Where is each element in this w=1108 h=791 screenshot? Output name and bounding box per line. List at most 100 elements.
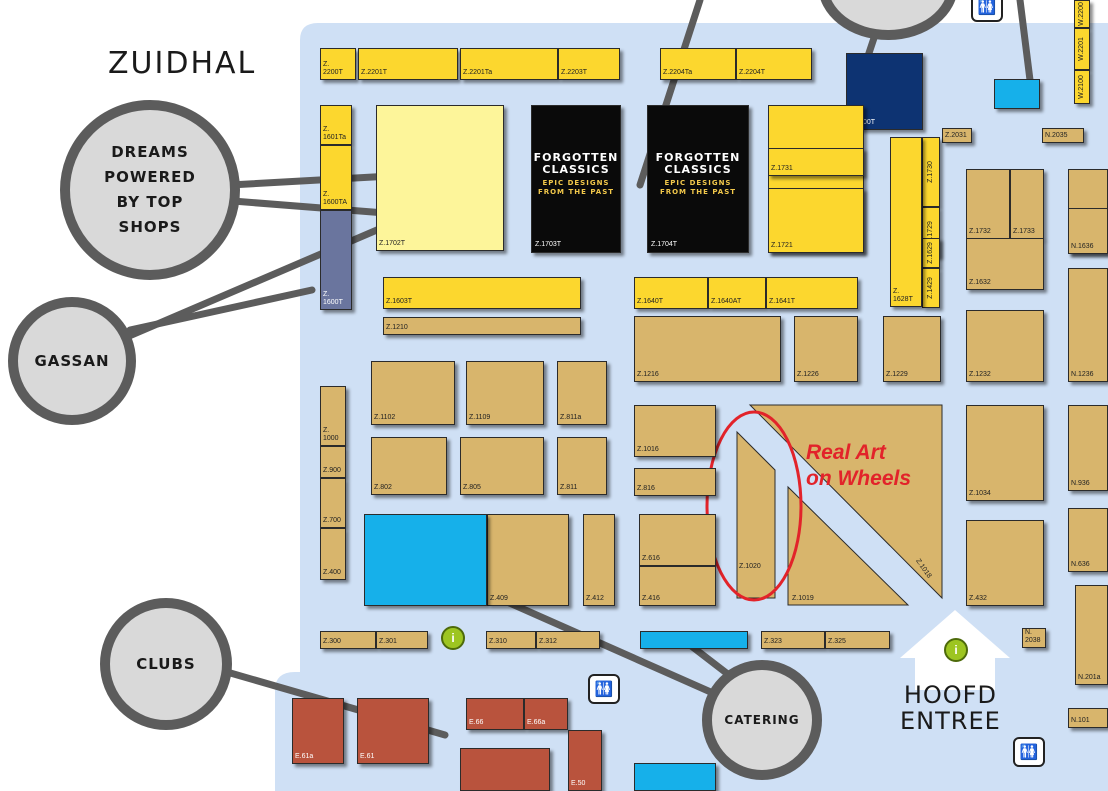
booth-z2204ta[interactable]: Z.2204Ta [660,48,736,80]
booth-z2201ta[interactable]: Z.2201Ta [460,48,558,80]
booth-label: W.2201 [1078,37,1085,61]
booth-z1034[interactable]: Z.1034 [966,405,1044,501]
booth-z1000[interactable]: Z. 1000 [320,386,346,446]
booth-z1019[interactable] [787,485,910,606]
booth-z1731-ext[interactable] [768,148,864,176]
catering-strip[interactable] [640,631,748,649]
booth-n936[interactable]: N.936 [1068,405,1108,491]
booth-z1210[interactable]: Z.1210 [383,317,581,335]
featured-subtitle: EPIC DESIGNS FROM THE PAST [659,179,737,196]
cyan-block-bottom[interactable] [634,763,716,791]
booth-z1732[interactable]: Z.1732 [966,169,1010,239]
booth-z802[interactable]: Z.802 [371,437,447,495]
booth-z2201t[interactable]: Z.2201T [358,48,458,80]
booth-z400[interactable]: Z.400 [320,528,346,580]
booth-z805[interactable]: Z.805 [460,437,544,495]
booth-e61[interactable]: E.61 [357,698,429,764]
booth-z300[interactable]: Z.300 [320,631,376,649]
booth-w2100[interactable]: W.2100 [1074,70,1090,104]
catering-area[interactable] [364,514,487,606]
booth-z2200t[interactable]: Z. 2200T [320,48,356,80]
booth-n1636[interactable]: N.1636 [1068,208,1108,254]
booth-z2204t[interactable]: Z.2204T [736,48,812,80]
booth-z1226[interactable]: Z.1226 [794,316,858,382]
restroom-icon[interactable]: 🚻 [971,0,1003,22]
callout-dreams[interactable]: DREAMS POWERED BY TOP SHOPS [60,100,240,280]
booth-z409[interactable]: Z.409 [487,514,569,606]
booth-z1603t[interactable]: Z.1603T [383,277,581,309]
booth-z301[interactable]: Z.301 [376,631,428,649]
booth-label: Z.1603T [386,298,413,305]
booth-z1632[interactable]: Z.1632 [966,238,1044,290]
info-icon[interactable]: i [441,626,465,650]
booth-z1641t[interactable]: Z.1641T [766,277,858,309]
booth-n2038[interactable]: N. 2038 [1022,628,1046,648]
booth-z811[interactable]: Z.811 [557,437,607,495]
booth-label: Z.409 [490,595,508,602]
brick-block[interactable] [460,748,550,791]
booth-label: Z.1721 [771,242,793,249]
booth-z2031[interactable]: Z.2031 [942,128,972,143]
booth-z1628t[interactable]: Z. 1628T [890,137,922,307]
callout-catering[interactable]: CATERING [702,660,822,780]
booth-e66a[interactable]: E.66a [524,698,568,730]
booth-z1020[interactable] [736,430,776,599]
callout-clubs[interactable]: CLUBS [100,598,232,730]
booth-z1232[interactable]: Z.1232 [966,310,1044,382]
booth-z1733[interactable]: Z.1733 [1010,169,1044,239]
booth-z323[interactable]: Z.323 [761,631,825,649]
booth-z310[interactable]: Z.310 [486,631,536,649]
booth-n636[interactable]: N.636 [1068,508,1108,572]
booth-z816[interactable]: Z.816 [634,468,716,496]
booth-label: Z.400 [323,569,341,576]
booth-label: Z.1034 [969,490,991,497]
booth-e50[interactable]: E.50 [568,730,602,791]
booth-z416[interactable]: Z.416 [639,566,716,606]
booth-z2203t[interactable]: Z.2203T [558,48,620,80]
booth-z700[interactable]: Z.700 [320,478,346,528]
booth-z1109[interactable]: Z.1109 [466,361,544,425]
booth-z432[interactable]: Z.432 [966,520,1044,606]
booth-w2201[interactable]: W.2201 [1074,28,1090,70]
booth-w2200[interactable]: W.2200 [1074,0,1090,28]
callout-gassan[interactable]: GASSAN [8,297,136,425]
booth-e66[interactable]: E.66 [466,698,524,730]
booth-z1601ta[interactable]: Z. 1601Ta [320,105,352,145]
booth-z1018[interactable] [748,404,943,600]
booth-n2035[interactable]: N.2035 [1042,128,1084,143]
booth-z1640at[interactable]: Z.1640AT [708,277,766,309]
cyan-block-top[interactable] [994,79,1040,109]
booth-z1429[interactable]: Z.1429 [922,268,940,308]
booth-z1216[interactable]: Z.1216 [634,316,781,382]
booth-z1702t[interactable]: Z.1702T [376,105,504,251]
booth-label: N. 2038 [1025,629,1041,644]
booth-z616[interactable]: Z.616 [639,514,716,566]
restroom-icon[interactable]: 🚻 [588,674,620,704]
booth-z412[interactable]: Z.412 [583,514,615,606]
booth-z2000t[interactable]: Z.2000T [846,53,923,130]
booth-z1600t[interactable]: Z. 1600T [320,210,352,310]
restroom-icon[interactable]: 🚻 [1013,737,1045,767]
booth-z1600ta[interactable]: Z. 1600TA [320,145,352,210]
booth-z1640t[interactable]: Z.1640T [634,277,708,309]
booth-z1730[interactable]: Z.1730 [922,137,940,207]
booth-n201a[interactable]: N.201a [1075,585,1108,685]
booth-z325[interactable]: Z.325 [825,631,890,649]
booth-z1721[interactable]: Z.1721 [768,188,864,253]
booth-z900[interactable]: Z.900 [320,446,346,478]
booth-label: Z.412 [586,595,604,602]
booth-z811a[interactable]: Z.811a [557,361,607,425]
booth-n1236[interactable]: N.1236 [1068,268,1108,382]
booth-z1016[interactable]: Z.1016 [634,405,716,457]
booth-e61a[interactable]: E.61a [292,698,344,764]
booth-z1102[interactable]: Z.1102 [371,361,455,425]
booth-label: Z.1109 [469,414,491,421]
info-icon[interactable]: i [944,638,968,662]
booth-z1629[interactable]: Z.1629 [922,238,940,268]
booth-z1229[interactable]: Z.1229 [883,316,941,382]
booth-n101[interactable]: N.101 [1068,708,1108,728]
booth-label: Z.802 [374,484,392,491]
booth-z312[interactable]: Z.312 [536,631,600,649]
